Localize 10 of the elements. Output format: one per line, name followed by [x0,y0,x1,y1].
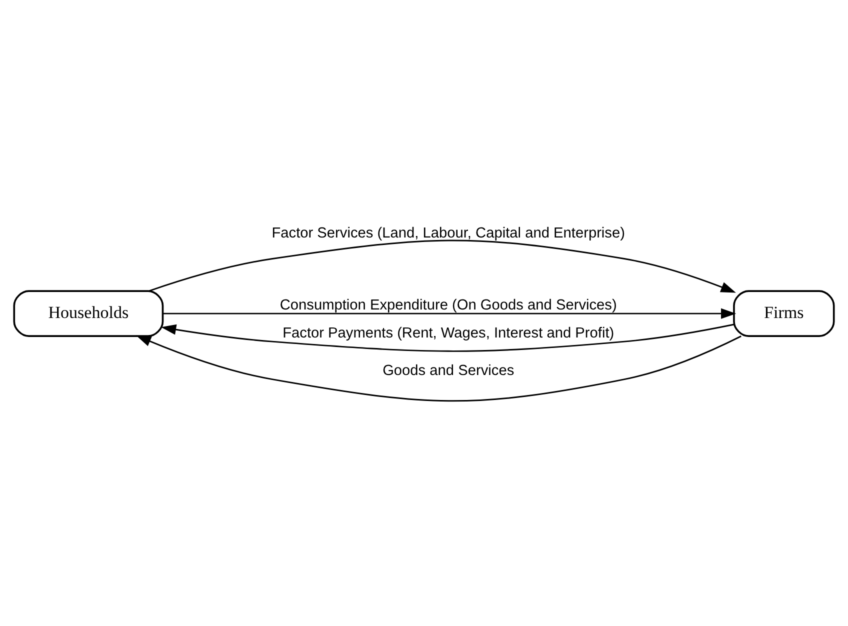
arrow [136,334,742,402]
node-box: Households [13,290,164,337]
arrow [162,308,736,318]
node-box: Firms [733,290,835,337]
arrow [160,323,734,352]
arrow [148,239,736,292]
edge-label: Factor Services (Land, Labour, Capital and Enterprise) [272,225,625,242]
edge-label: Consumption Expenditure (On Goods and Services) [280,296,617,313]
edge-label: Goods and Services [382,362,514,379]
edge-label: Factor Payments (Rent, Wages, Interest and Profit) [282,324,614,341]
